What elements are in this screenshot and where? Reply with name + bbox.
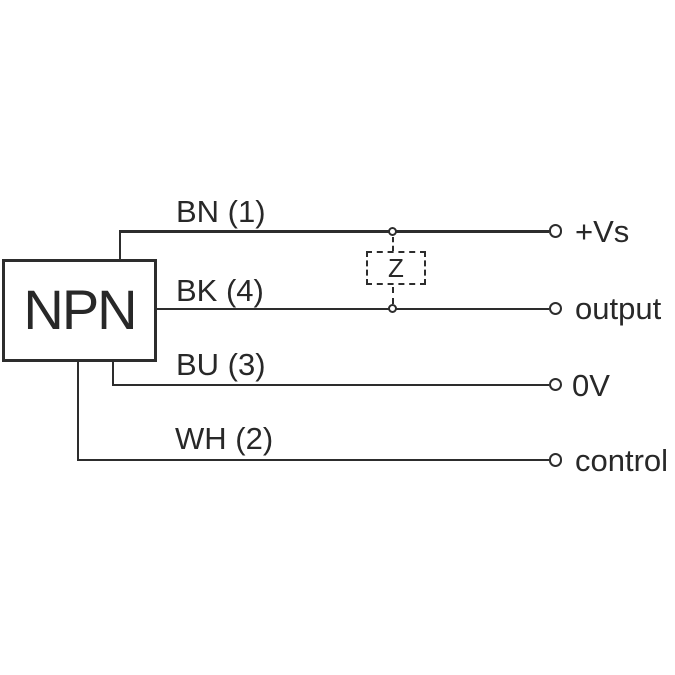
dashed-connector-bottom — [391, 287, 394, 304]
terminal-circle-output — [548, 301, 563, 316]
wire-wh-horizontal — [76, 458, 549, 462]
wire-bu-label: BU (3) — [176, 347, 266, 382]
terminal-label-output: output — [575, 291, 662, 326]
wire-bn-vertical — [119, 231, 122, 261]
wire-bu-horizontal — [111, 383, 549, 387]
wire-bu-vertical — [111, 360, 114, 385]
load-impedance-box: Z — [366, 251, 426, 285]
terminal-label-0v: 0V — [572, 367, 610, 403]
wire-bk-label: BK (4) — [176, 273, 264, 308]
junction-dot-bk — [388, 304, 398, 314]
wire-wh-vertical — [76, 360, 79, 460]
dashed-connector-top — [391, 236, 394, 251]
terminal-circle-vs — [548, 224, 563, 238]
wire-bn-label: BN (1) — [176, 194, 266, 229]
terminal-label-control: control — [575, 442, 669, 478]
terminal-circle-control — [548, 453, 563, 467]
device-label: NPN — [23, 277, 137, 341]
wire-wh-label: WH (2) — [175, 421, 274, 456]
terminal-label-vs: +Vs — [575, 213, 630, 249]
load-impedance-label: Z — [388, 253, 404, 283]
wire-bk-horizontal — [156, 307, 549, 311]
device-box: NPN — [2, 259, 157, 362]
terminal-circle-0v — [548, 377, 563, 392]
junction-dot-bn — [388, 226, 398, 236]
wire-bn-horizontal — [119, 230, 549, 233]
